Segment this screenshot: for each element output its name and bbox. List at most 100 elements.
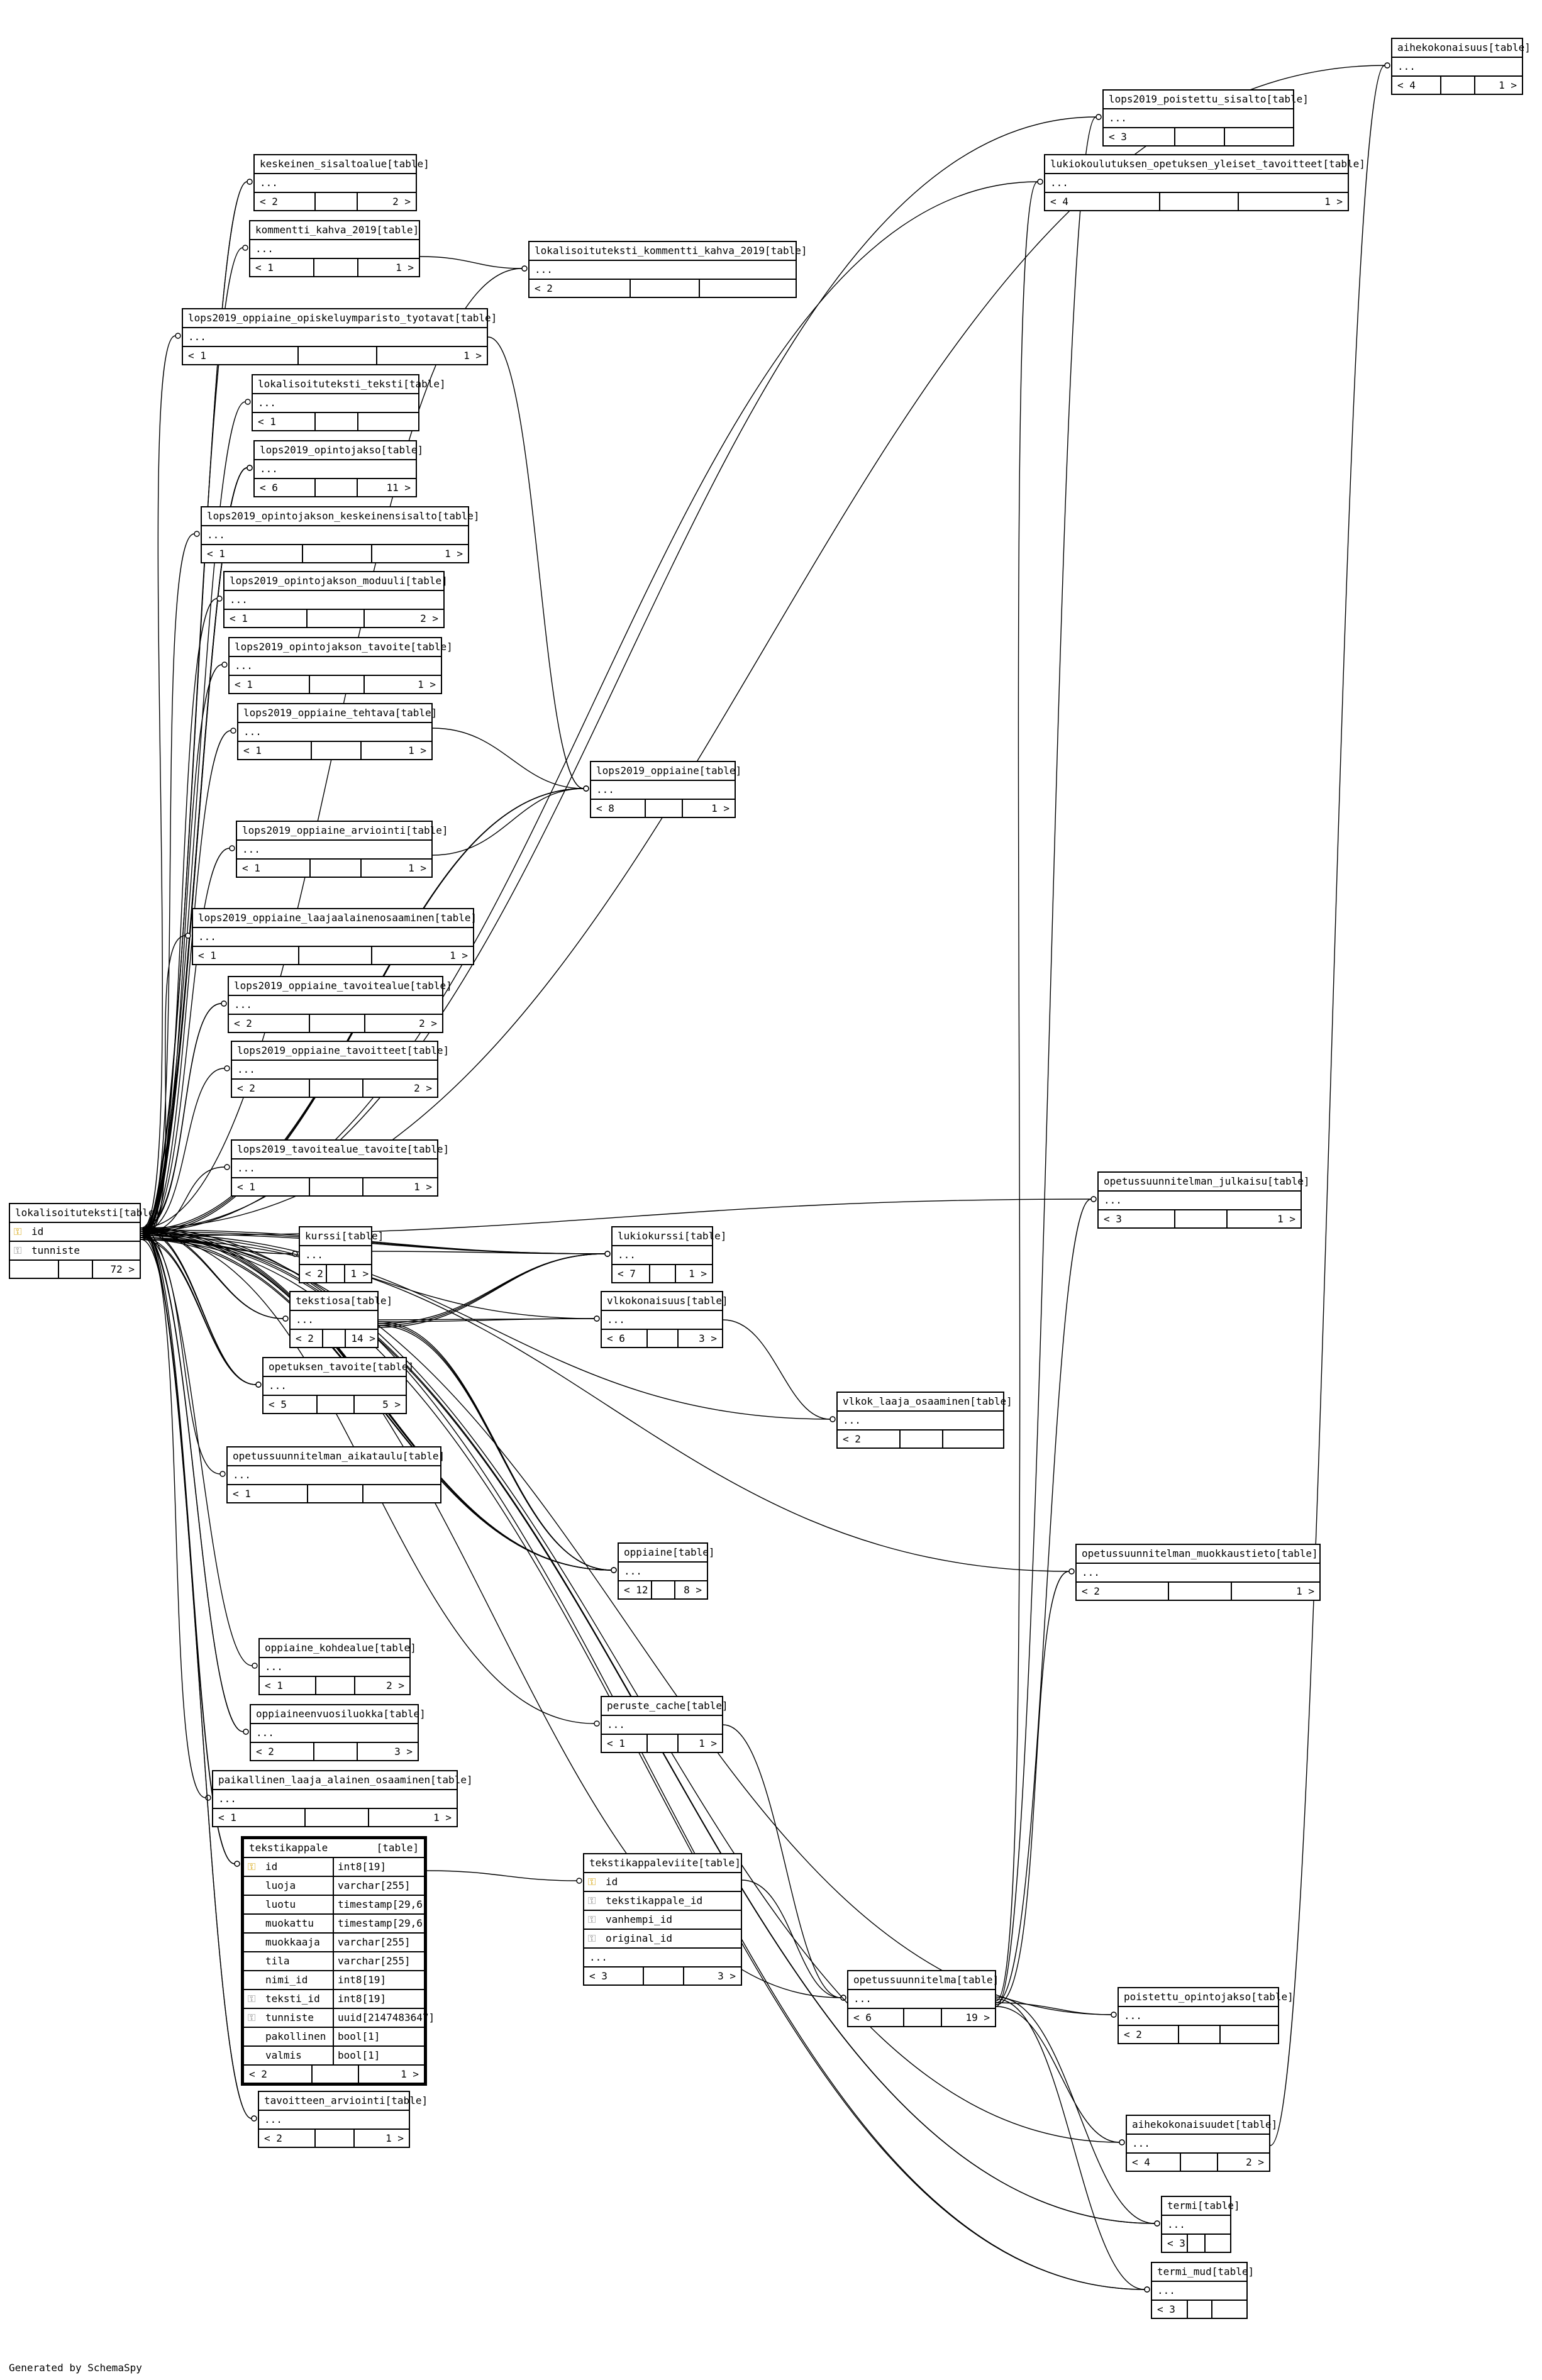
parents-count: < 1: [183, 347, 299, 364]
table-lops2019-oppiaine-opiskeluymparisto-tyotavat[interactable]: lops2019_oppiaine_opiskeluymparisto_tyot…: [182, 308, 497, 365]
table-name: lukiokurssi: [618, 1230, 684, 1242]
table-lops2019-opintojakson-keskeinensisalto[interactable]: lops2019_opintojakson_keskeinensisalto[t…: [201, 506, 479, 563]
more-columns: ...: [232, 1061, 437, 1080]
parents-count: < 2: [1077, 1583, 1169, 1600]
table-termi[interactable]: termi[table]...< 3: [1161, 2196, 1240, 2253]
more-columns: ...: [300, 1246, 371, 1265]
table-header: keskeinen_sisaltoalue[table]: [255, 155, 430, 174]
children-count: 5 >: [382, 1398, 401, 1410]
table-opetussuunnitelman-aikataulu[interactable]: opetussuunnitelman_aikataulu[table]...< …: [226, 1446, 445, 1503]
crowfoot-marker: [840, 1995, 846, 2001]
table-lops2019-oppiaine-tavoitteet[interactable]: lops2019_oppiaine_tavoitteet[table]...< …: [231, 1041, 449, 1098]
table-lukiokoulutuksen-opetuksen-yleiset-tavoitteet[interactable]: lukiokoulutuksen_opetuksen_yleiset_tavoi…: [1044, 154, 1365, 211]
children-count: [1206, 2235, 1230, 2252]
table-lops2019-oppiaine-arviointi[interactable]: lops2019_oppiaine_arviointi[table]...< 1…: [236, 821, 448, 878]
crowfoot-marker: [1090, 1196, 1097, 1202]
crowfoot-marker: [611, 1567, 617, 1573]
table-paikallinen-laaja-alainen-osaaminen[interactable]: paikallinen_laaja_alainen_osaaminen[tabl…: [212, 1770, 473, 1827]
crowfoot-marker: [604, 1251, 611, 1257]
table-lops2019-oppiaine-tavoitealue[interactable]: lops2019_oppiaine_tavoitealue[table]...<…: [228, 976, 452, 1033]
crowfoot-marker: [521, 265, 528, 272]
relationship-edge: [426, 1870, 577, 1881]
crowfoot-marker: [1144, 2286, 1150, 2293]
table-tekstikappaleviite[interactable]: tekstikappaleviite[table]⚿id⚿tekstikappa…: [583, 1853, 742, 1986]
foreign-key-icon: ⚿: [588, 1913, 596, 1925]
table-vlkok-laaja-osaaminen[interactable]: vlkok_laaja_osaaminen[table]...< 2: [836, 1392, 1012, 1449]
table-opetussuunnitelman-julkaisu[interactable]: opetussuunnitelman_julkaisu[table]...< 3…: [1097, 1171, 1310, 1229]
table-lops2019-tavoitealue-tavoite[interactable]: lops2019_tavoitealue_tavoite[table]...< …: [231, 1139, 449, 1197]
table-name: tekstikappale: [249, 1842, 328, 1854]
table-name: tekstiosa: [296, 1295, 350, 1307]
parents-count: < 4: [1127, 2154, 1181, 2171]
column-name: teksti_id⚿: [244, 1990, 334, 2008]
table-lokalisoituteksti-kommentti-kahva-2019[interactable]: lokalisoituteksti_kommentti_kahva_2019[t…: [528, 241, 807, 298]
parents-count: < 2: [530, 280, 631, 297]
columns-count: [1169, 1583, 1233, 1600]
table-tag: [table]: [685, 1700, 728, 1712]
table-poistettu-opintojakso[interactable]: poistettu_opintojakso[table]...< 2: [1118, 1987, 1294, 2044]
more-columns: ...: [584, 1949, 741, 1968]
table-header: lops2019_oppiaine_laajaalainenosaaminen[…: [193, 909, 477, 928]
columns-count: [1179, 2026, 1221, 2043]
column-name: muokkaaja: [244, 1934, 334, 1951]
table-lops2019-opintojakson-moduuli[interactable]: lops2019_opintojakson_moduuli[table]...<…: [223, 571, 448, 628]
table-name: lops2019_opintojakson_tavoite: [235, 641, 411, 653]
crowfoot-marker: [229, 845, 235, 851]
table-termi-mud[interactable]: termi_mud[table]...< 3: [1151, 2262, 1254, 2319]
more-columns: ...: [1077, 1564, 1319, 1583]
more-columns: ...: [602, 1311, 722, 1330]
more-columns: ...: [613, 1246, 712, 1265]
table-name: opetussuunnitelma: [853, 1974, 957, 1986]
crowfoot-marker: [221, 661, 228, 668]
columns-count: [904, 2009, 943, 2026]
crowfoot-marker: [1111, 2012, 1117, 2018]
crowfoot-marker: [594, 1720, 600, 1727]
table-lops2019-opintojakson-tavoite[interactable]: lops2019_opintojakson_tavoite[table]...<…: [228, 637, 453, 694]
table-lokalisoituteksti-teksti[interactable]: lokalisoituteksti_teksti[table]...< 1: [252, 374, 446, 431]
relationship-edge: [996, 181, 1038, 2001]
children-count: 1 >: [418, 678, 436, 690]
relationship-edge: [432, 788, 584, 856]
table-tag: [table]: [394, 707, 438, 719]
more-columns: ...: [848, 1990, 995, 2009]
relationship-edge: [140, 1237, 257, 1385]
more-columns: ...: [1104, 109, 1293, 128]
table-header: lops2019_opintojakson_tavoite[table]: [230, 638, 453, 657]
crowfoot-marker: [583, 785, 589, 792]
table-lops2019-oppiaine-laajaalainenosaaminen[interactable]: lops2019_oppiaine_laajaalainenosaaminen[…: [192, 908, 477, 965]
relationship-edge: [378, 1253, 606, 1328]
children-count: [1212, 2301, 1246, 2318]
children-count: 1 >: [699, 1737, 717, 1749]
table-name: keskeinen_sisaltoalue: [260, 158, 387, 170]
more-columns: ...: [237, 841, 431, 860]
table-opetussuunnitelman-muokkaustieto[interactable]: opetussuunnitelman_muokkaustieto[table].…: [1075, 1544, 1321, 1601]
table-tag: [table]: [406, 824, 448, 836]
table-tag: [table]: [1275, 1547, 1318, 1559]
table-header: lokalisoituteksti_teksti[table]: [253, 375, 446, 394]
table-lops2019-poistettu-sisalto[interactable]: lops2019_poistettu_sisalto[table]...< 3: [1102, 89, 1309, 147]
